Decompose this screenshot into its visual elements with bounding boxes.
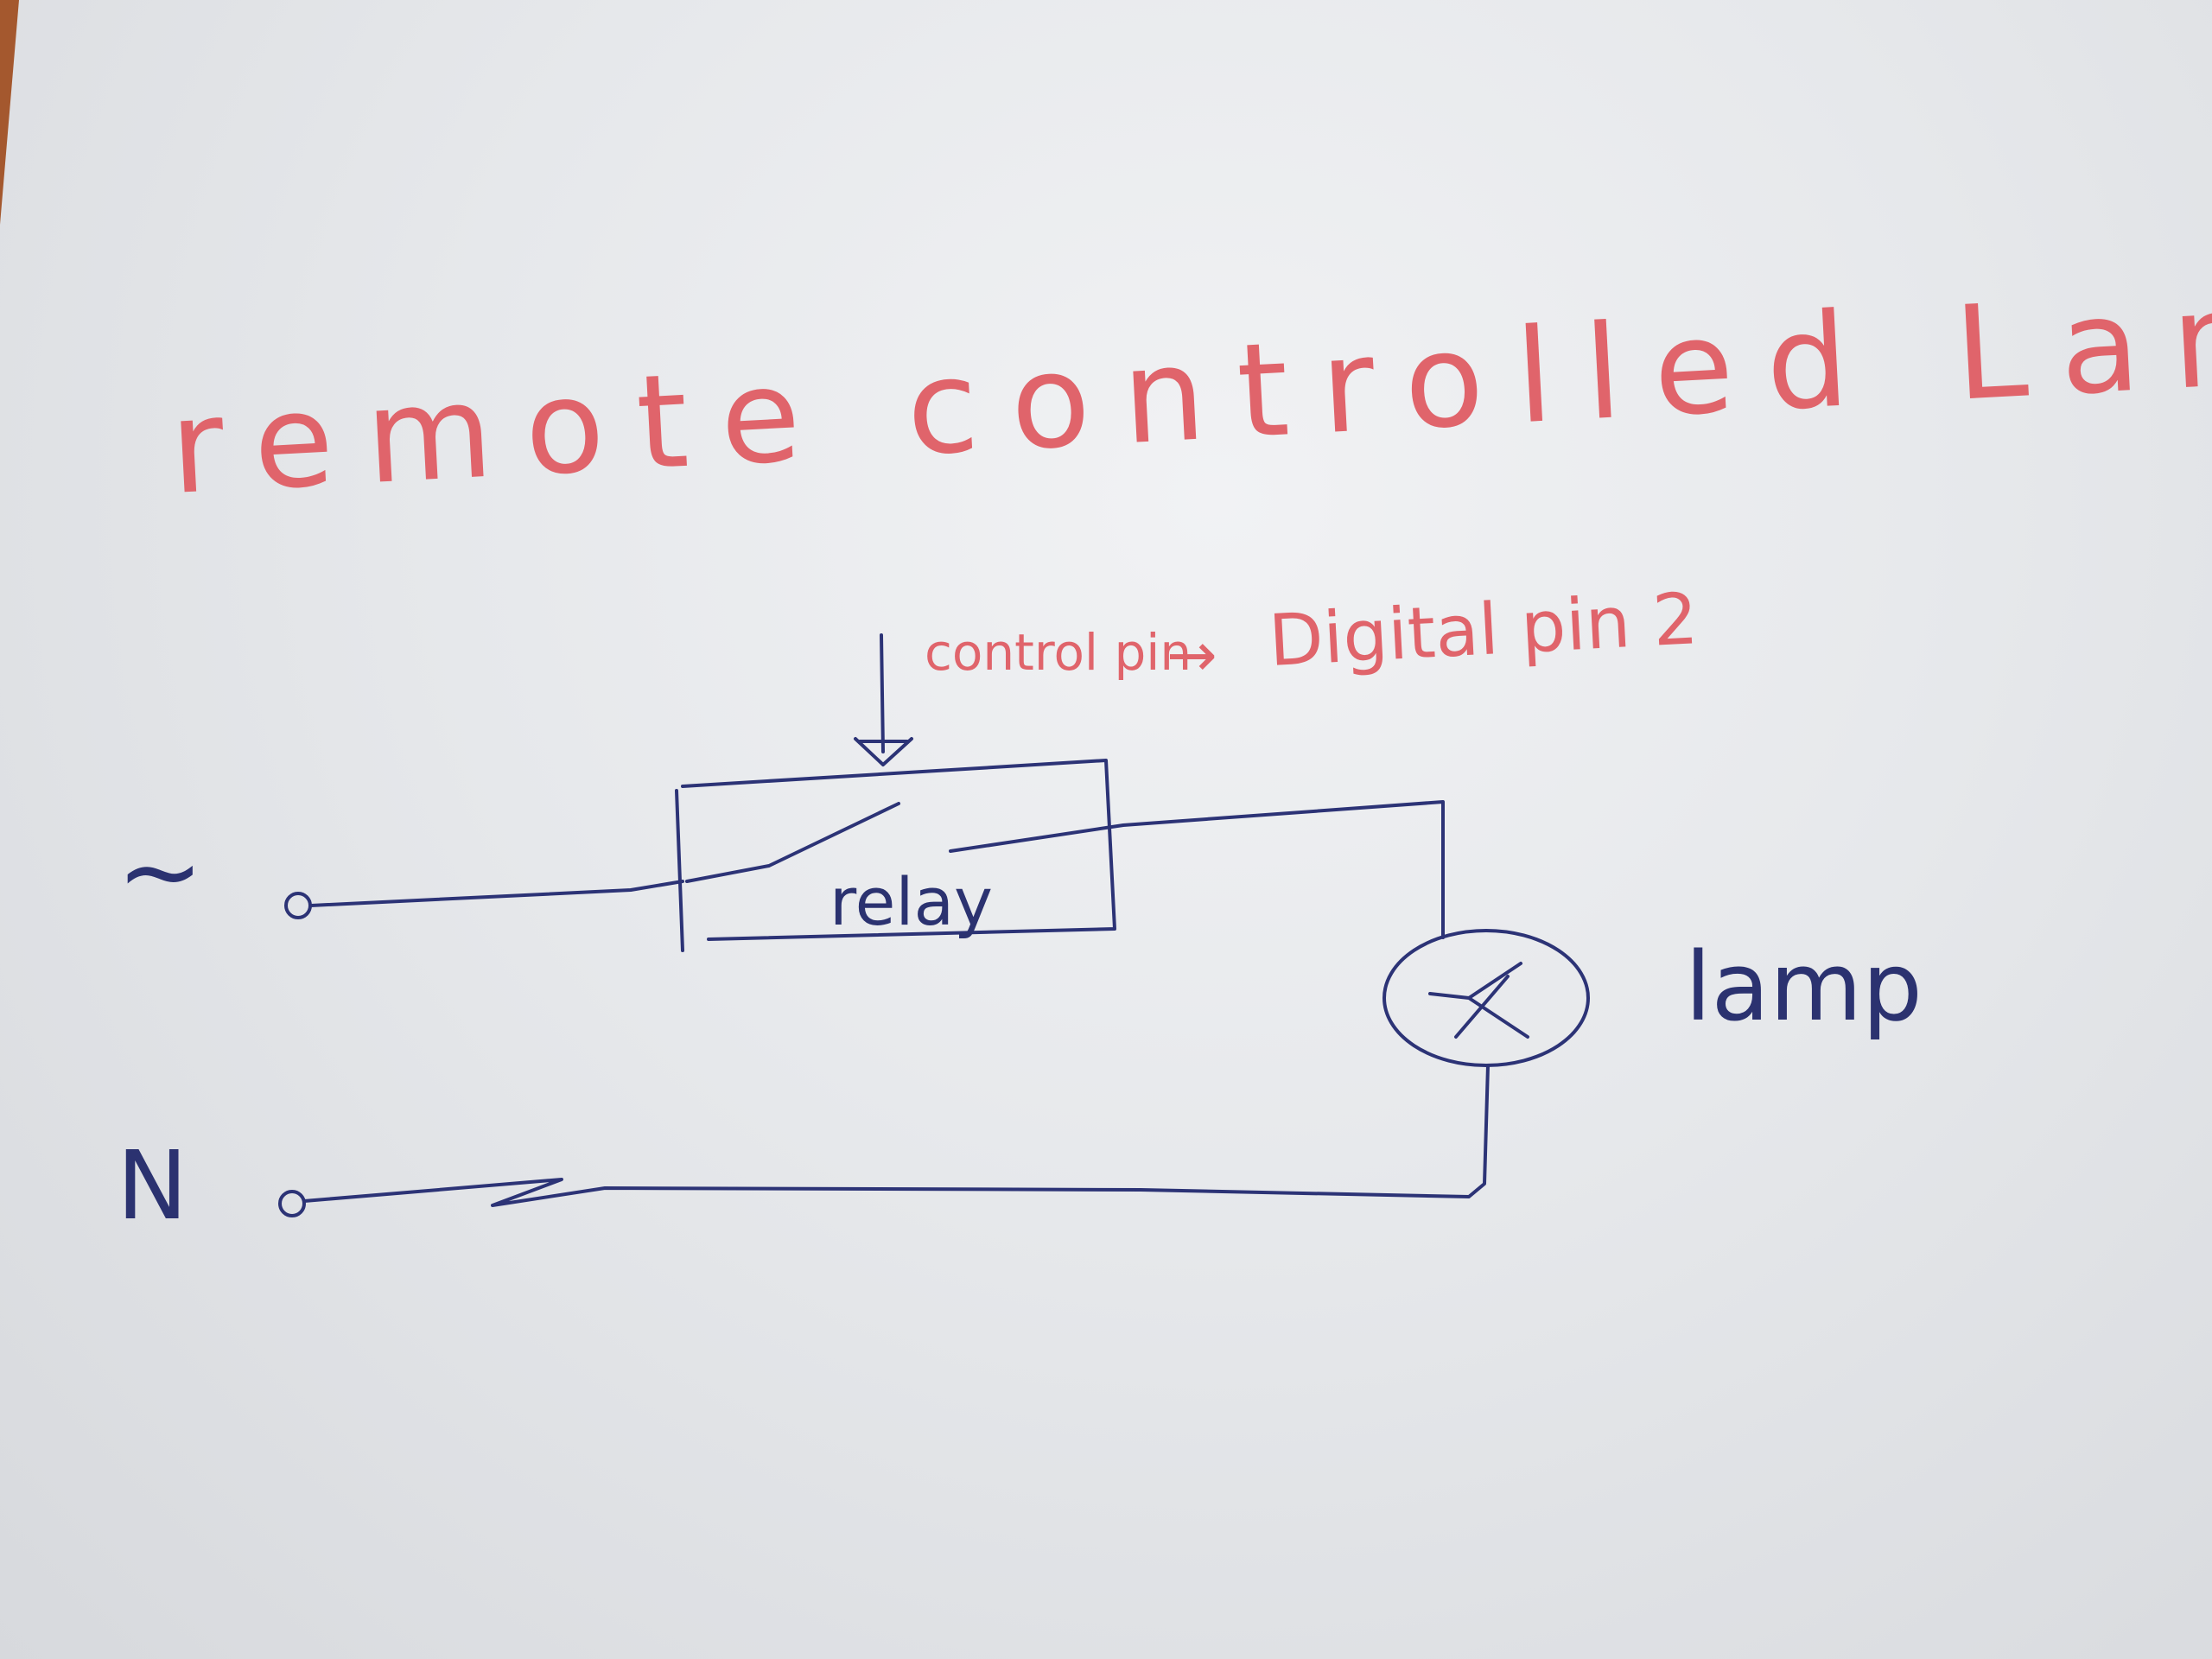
live-terminal-circle — [284, 892, 312, 919]
live-terminal-symbol: ~ — [117, 812, 204, 932]
relay-left-contact — [675, 789, 684, 952]
live-wire — [309, 880, 684, 907]
relay-to-lamp-wire — [949, 800, 1445, 939]
lamp-label: lamp — [1685, 931, 1923, 1042]
lamp-cross — [1428, 962, 1529, 1039]
neutral-terminal-label: N — [117, 1130, 188, 1241]
relay-box — [681, 759, 1116, 941]
control-pin-label: control pin — [925, 623, 1192, 682]
neutral-wire — [302, 1064, 1490, 1207]
neutral-terminal-circle — [278, 1190, 306, 1217]
diagram-title: remote controlled Lamp — [167, 254, 2212, 524]
relay-label: relay — [830, 863, 993, 940]
relay-switch-blade — [685, 802, 900, 883]
digital-pin-label: Digital pin 2 — [1267, 578, 1700, 683]
lamp-circle — [1382, 929, 1590, 1067]
desk-edge — [0, 0, 19, 225]
control-pin-arrow — [854, 633, 913, 766]
annotation-arrow: → — [1166, 620, 1217, 690]
